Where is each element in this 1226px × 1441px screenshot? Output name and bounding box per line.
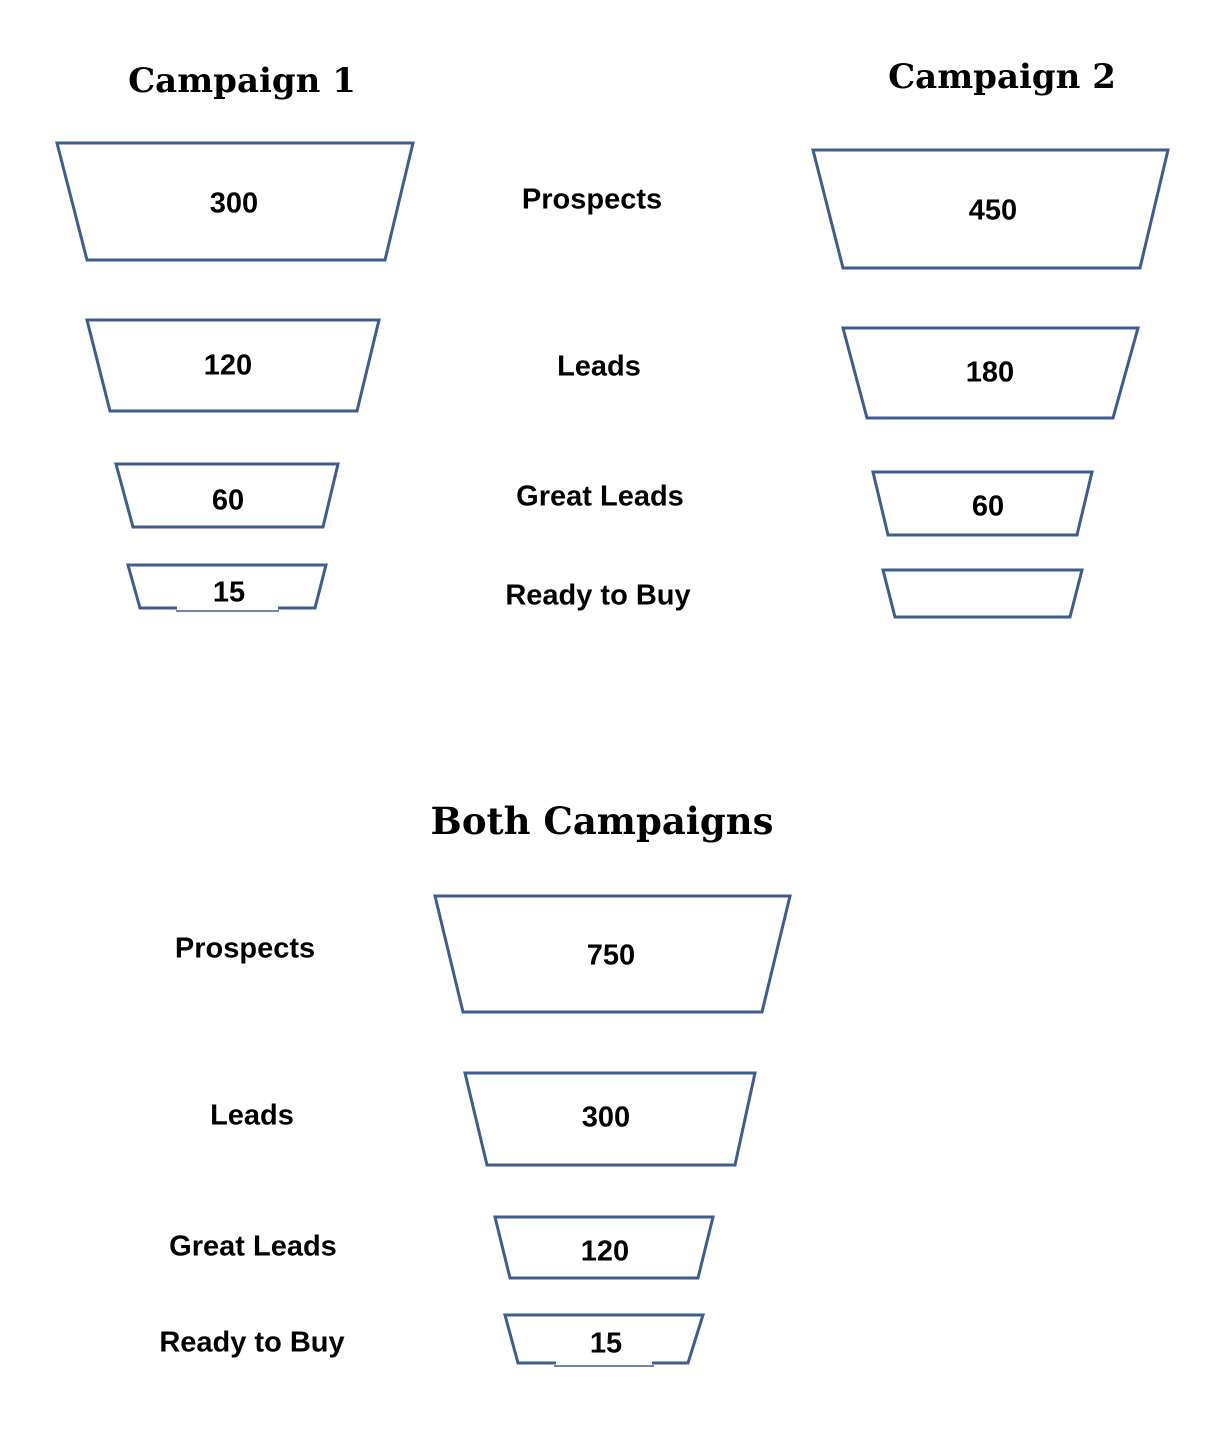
campaign1-value-ready-to-buy: 15 xyxy=(212,576,246,609)
both-value-ready-to-buy: 15 xyxy=(589,1327,623,1360)
campaign2-segment-prospects xyxy=(811,148,1170,270)
campaign2-segment-great-leads xyxy=(871,470,1094,537)
campaign1-value-leads: 120 xyxy=(203,349,253,382)
both-campaigns-title: Both Campaigns xyxy=(430,799,774,843)
campaign1-segment-leads xyxy=(85,318,381,413)
campaign1-segment-prospects xyxy=(55,141,415,262)
campaign1-title: Campaign 1 xyxy=(128,61,356,101)
stage-label-leads: Leads xyxy=(557,350,641,383)
both-value-leads: 300 xyxy=(581,1101,631,1134)
campaign1-segment-ready-to-buy xyxy=(126,563,328,610)
campaign2-value-prospects: 450 xyxy=(968,194,1018,227)
both-stage-label-prospects: Prospects xyxy=(174,932,316,965)
stage-label-great-leads: Great Leads xyxy=(516,480,684,513)
both-stage-label-great-leads: Great Leads xyxy=(169,1230,337,1263)
campaign2-value-leads: 180 xyxy=(965,356,1015,389)
campaign2-segment-ready-to-buy xyxy=(881,568,1084,619)
both-stage-label-ready-to-buy: Ready to Buy xyxy=(159,1326,345,1359)
campaign1-value-great-leads: 60 xyxy=(211,484,245,517)
campaign1-value-prospects: 300 xyxy=(209,187,259,220)
campaign2-segment-leads xyxy=(841,326,1140,420)
both-segment-prospects xyxy=(433,894,792,1014)
both-segment-ready-to-buy xyxy=(503,1313,706,1365)
campaign2-value-great-leads: 60 xyxy=(971,490,1005,523)
stage-label-ready-to-buy: Ready to Buy xyxy=(505,579,691,612)
both-value-great-leads: 120 xyxy=(580,1235,630,1268)
both-segment-leads xyxy=(463,1071,757,1167)
campaign1-segment-great-leads xyxy=(114,462,340,529)
campaign2-title: Campaign 2 xyxy=(888,57,1116,97)
both-stage-label-leads: Leads xyxy=(210,1099,294,1132)
stage-label-prospects: Prospects xyxy=(521,183,663,216)
both-segment-great-leads xyxy=(493,1215,715,1280)
both-value-prospects: 750 xyxy=(586,939,636,972)
